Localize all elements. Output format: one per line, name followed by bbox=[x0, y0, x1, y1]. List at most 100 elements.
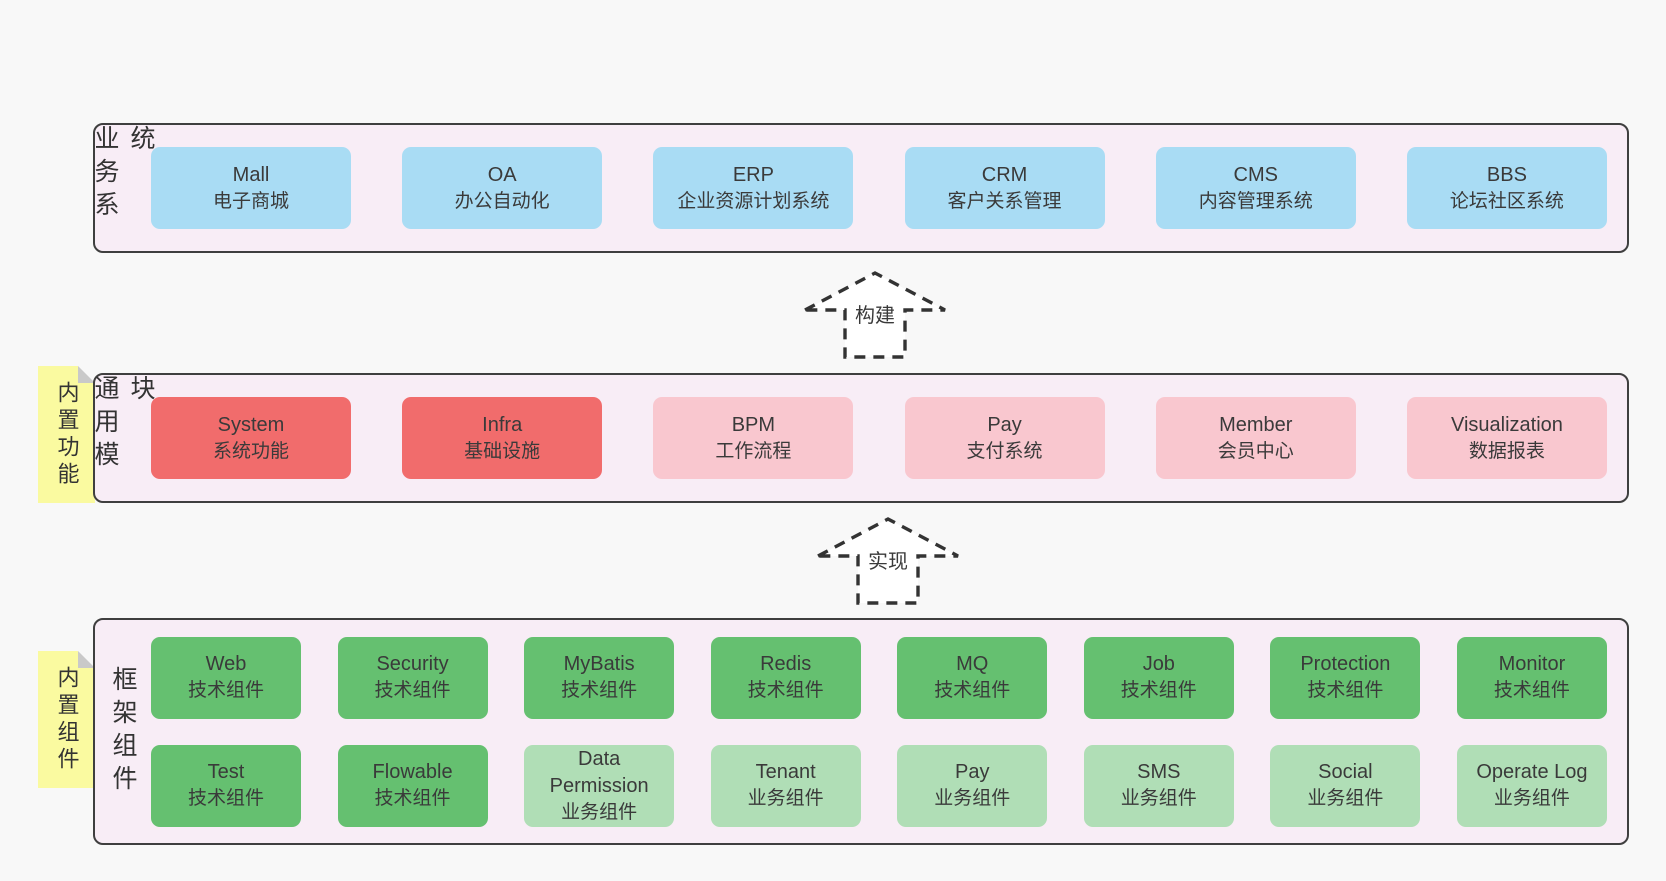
box-operate-log: Operate Log 业务组件 bbox=[1456, 744, 1607, 827]
layer-label: 框架组件 bbox=[109, 665, 137, 798]
box-test: Test 技术组件 bbox=[151, 744, 301, 827]
box-title: Data Permission bbox=[549, 747, 649, 797]
box-title: SMS bbox=[1137, 761, 1181, 784]
box-title: MyBatis bbox=[563, 653, 635, 676]
arrow-label: 实现 bbox=[868, 550, 908, 573]
layer-framework-components: 框架组件 Web 技术组件 Security 技术组件 MyBatis 技术组件… bbox=[93, 618, 1629, 845]
box-subtitle: 技术组件 bbox=[374, 680, 451, 702]
box-infra: Infra 基础设施 bbox=[402, 397, 603, 479]
box-mall: Mall 电子商城 bbox=[151, 147, 351, 229]
box-subtitle: 技术组件 bbox=[1493, 680, 1570, 702]
box-subtitle: 业务组件 bbox=[1120, 788, 1197, 810]
box-mybatis: MyBatis 技术组件 bbox=[524, 636, 675, 719]
box-system: System 系统功能 bbox=[151, 397, 351, 479]
box-title: Mall bbox=[232, 163, 270, 186]
box-subtitle: 电子商城 bbox=[212, 190, 289, 212]
box-title: CMS bbox=[1233, 163, 1278, 186]
box-cms: CMS 内容管理系统 bbox=[1155, 147, 1356, 229]
box-monitor: Monitor 技术组件 bbox=[1456, 636, 1607, 719]
box-subtitle: 办公自动化 bbox=[454, 190, 550, 212]
box-subtitle: 论坛社区系统 bbox=[1449, 190, 1564, 212]
box-subtitle: 会员中心 bbox=[1217, 440, 1294, 462]
box-title: Security bbox=[376, 653, 449, 676]
box-title: Visualization bbox=[1450, 413, 1563, 436]
box-subtitle: 客户关系管理 bbox=[947, 190, 1062, 212]
box-title: Pay bbox=[955, 761, 990, 784]
box-subtitle: 业务组件 bbox=[1307, 788, 1384, 810]
box-title: Job bbox=[1142, 653, 1175, 676]
box-bbs: BBS 论坛社区系统 bbox=[1406, 147, 1607, 229]
box-title: Protection bbox=[1300, 653, 1391, 676]
box-title: Web bbox=[205, 653, 247, 676]
box-protection: Protection 技术组件 bbox=[1270, 636, 1421, 719]
box-title: BPM bbox=[731, 413, 776, 436]
box-security: Security 技术组件 bbox=[337, 636, 488, 719]
box-subtitle: 系统功能 bbox=[212, 440, 289, 462]
box-subtitle: 数据报表 bbox=[1468, 440, 1545, 462]
layer-label: 业务系统 bbox=[91, 125, 155, 224]
box-job: Job 技术组件 bbox=[1083, 636, 1234, 719]
sticky-fold-corner bbox=[78, 366, 95, 383]
box-data-permission: Data Permission 业务组件 bbox=[524, 744, 675, 827]
box-subtitle: 支付系统 bbox=[966, 440, 1043, 462]
implement-arrow-up-icon: 实现 bbox=[814, 514, 962, 613]
box-member: Member 会员中心 bbox=[1155, 397, 1356, 479]
box-web: Web 技术组件 bbox=[151, 636, 301, 719]
layer-business-systems: 业务系统 Mall 电子商城 OA 办公自动化 ERP 企业资源计划系统 CRM… bbox=[91, 123, 1629, 253]
box-title: MQ bbox=[956, 653, 989, 676]
framework-row-1: Web 技术组件 Security 技术组件 MyBatis 技术组件 Redi… bbox=[151, 636, 1607, 719]
box-subtitle: 技术组件 bbox=[1307, 680, 1384, 702]
box-subtitle: 业务组件 bbox=[1493, 788, 1570, 810]
box-subtitle: 技术组件 bbox=[1120, 680, 1197, 702]
box-bpm: BPM 工作流程 bbox=[653, 397, 854, 479]
box-subtitle: 企业资源计划系统 bbox=[677, 190, 830, 212]
box-subtitle: 业务组件 bbox=[747, 788, 824, 810]
sticky-note-builtin-components: 内置组件 bbox=[38, 651, 95, 788]
box-erp: ERP 企业资源计划系统 bbox=[653, 147, 854, 229]
sticky-note-label: 内置组件 bbox=[54, 665, 80, 774]
sticky-note-label: 内置功能 bbox=[54, 380, 80, 489]
box-title: Monitor bbox=[1498, 653, 1566, 676]
box-title: Infra bbox=[482, 413, 523, 436]
sticky-note-builtin-features: 内置功能 bbox=[38, 366, 95, 503]
box-title: OA bbox=[487, 163, 517, 186]
box-subtitle: 技术组件 bbox=[187, 788, 264, 810]
common-modules-row: System 系统功能 Infra 基础设施 BPM 工作流程 Pay 支付系统… bbox=[151, 375, 1627, 501]
box-subtitle: 技术组件 bbox=[374, 788, 451, 810]
box-subtitle: 工作流程 bbox=[715, 440, 792, 462]
box-title: Flowable bbox=[372, 761, 453, 784]
box-subtitle: 技术组件 bbox=[747, 680, 824, 702]
box-title: Pay bbox=[987, 413, 1022, 436]
box-title: BBS bbox=[1486, 163, 1527, 186]
box-subtitle: 技术组件 bbox=[187, 680, 264, 702]
box-subtitle: 内容管理系统 bbox=[1198, 190, 1313, 212]
box-redis: Redis 技术组件 bbox=[710, 636, 861, 719]
box-flowable: Flowable 技术组件 bbox=[337, 744, 488, 827]
box-mq: MQ 技术组件 bbox=[897, 636, 1048, 719]
box-visualization: Visualization 数据报表 bbox=[1406, 397, 1607, 479]
box-subtitle: 基础设施 bbox=[464, 440, 541, 462]
box-crm: CRM 客户关系管理 bbox=[904, 147, 1105, 229]
box-title: Test bbox=[207, 761, 245, 784]
box-oa: OA 办公自动化 bbox=[402, 147, 603, 229]
framework-row-2: Test 技术组件 Flowable 技术组件 Data Permission … bbox=[151, 744, 1607, 827]
box-title: Redis bbox=[760, 653, 812, 676]
box-title: ERP bbox=[732, 163, 774, 186]
box-subtitle: 业务组件 bbox=[561, 801, 638, 823]
layer-common-modules: 通用模块 System 系统功能 Infra 基础设施 BPM 工作流程 Pay… bbox=[91, 373, 1629, 503]
box-title: Social bbox=[1318, 761, 1373, 784]
box-sms: SMS 业务组件 bbox=[1083, 744, 1234, 827]
framework-components-rows: Web 技术组件 Security 技术组件 MyBatis 技术组件 Redi… bbox=[151, 620, 1627, 843]
box-subtitle: 技术组件 bbox=[561, 680, 638, 702]
box-subtitle: 业务组件 bbox=[934, 788, 1011, 810]
box-subtitle: 技术组件 bbox=[934, 680, 1011, 702]
box-title: Tenant bbox=[755, 761, 816, 784]
box-pay-module: Pay 支付系统 bbox=[904, 397, 1105, 479]
box-title: Operate Log bbox=[1476, 761, 1588, 784]
arrow-label: 构建 bbox=[855, 304, 895, 327]
box-tenant: Tenant 业务组件 bbox=[710, 744, 861, 827]
build-arrow-up-icon: 构建 bbox=[801, 268, 949, 367]
box-pay-component: Pay 业务组件 bbox=[897, 744, 1048, 827]
box-title: CRM bbox=[981, 163, 1028, 186]
